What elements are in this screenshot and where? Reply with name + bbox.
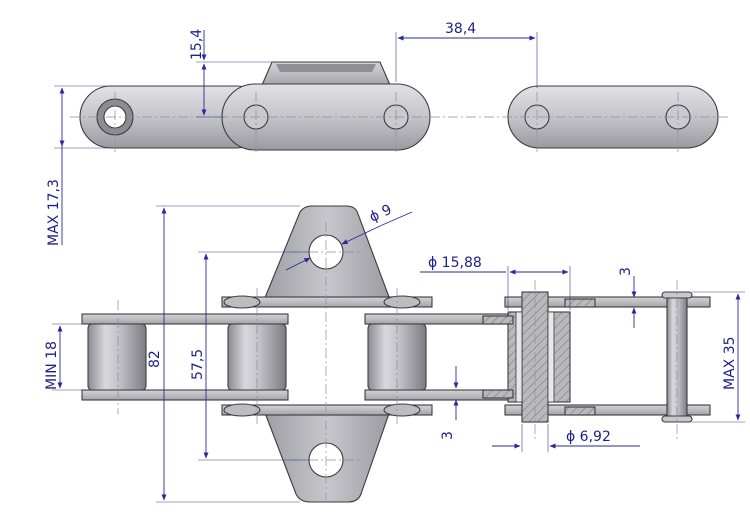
dim-roller-diameter-label: ϕ 15,88 — [428, 255, 482, 271]
roller-1 — [87, 323, 147, 391]
dim-max-height: MAX 17,3 — [46, 85, 110, 246]
dim-min-inner-width-label: MIN 18 — [44, 341, 60, 390]
bushing-gap — [515, 311, 523, 403]
dim-attachment-hole-label: ϕ 9 — [367, 202, 394, 226]
link-bar-bottom-right — [504, 404, 711, 416]
link-bar-inner-bottom — [221, 404, 433, 416]
bushing-gap — [547, 311, 555, 403]
dim-hole-spacing-label: 57,5 — [190, 349, 206, 380]
dim-plate-offset-label: 15,4 — [189, 29, 205, 60]
dim-pitch-label: 38,4 — [445, 21, 476, 37]
dim-overall-width-label: 82 — [147, 350, 163, 368]
dim-pin-diameter: ϕ 6,92 — [492, 424, 640, 452]
bottom-view — [81, 205, 711, 503]
top-view-lug-face — [276, 64, 376, 72]
dim-pin-diameter-label: ϕ 6,92 — [566, 429, 611, 445]
plate-section — [564, 406, 596, 416]
dim-roller-diameter: ϕ 15,88 — [420, 255, 571, 310]
dim-plate-thickness-top: 3 — [618, 267, 637, 328]
pin-head — [383, 295, 421, 309]
pin-head — [223, 403, 261, 417]
link-bar-top-left — [81, 313, 289, 325]
dim-min-inner-width: MIN 18 — [44, 323, 88, 391]
dim-hole-spacing: 57,5 — [190, 251, 310, 461]
pin-head — [223, 295, 261, 309]
dim-max-height-label: MAX 17,3 — [46, 179, 62, 246]
dim-plate-thickness-bottom: 3 — [440, 366, 459, 440]
dim-pitch: 38,4 — [395, 21, 538, 88]
dim-plate-offset: 15,4 — [189, 29, 272, 118]
dim-plate-thickness-top-label: 3 — [618, 267, 634, 276]
plate-section — [564, 298, 596, 308]
link-bar-top-right — [504, 296, 711, 308]
plate-section — [482, 389, 514, 399]
link-bar-inner-top — [221, 296, 433, 308]
dim-plate-thickness-bottom-label: 3 — [440, 431, 456, 440]
top-view — [70, 61, 730, 152]
dim-max-width-label: MAX 35 — [722, 336, 738, 390]
link-bar-bottom-left — [81, 389, 289, 401]
dim-max-width: MAX 35 — [692, 291, 745, 423]
plate-section — [482, 315, 514, 325]
pin-head — [383, 403, 421, 417]
dim-overall-width: 82 — [147, 205, 300, 503]
